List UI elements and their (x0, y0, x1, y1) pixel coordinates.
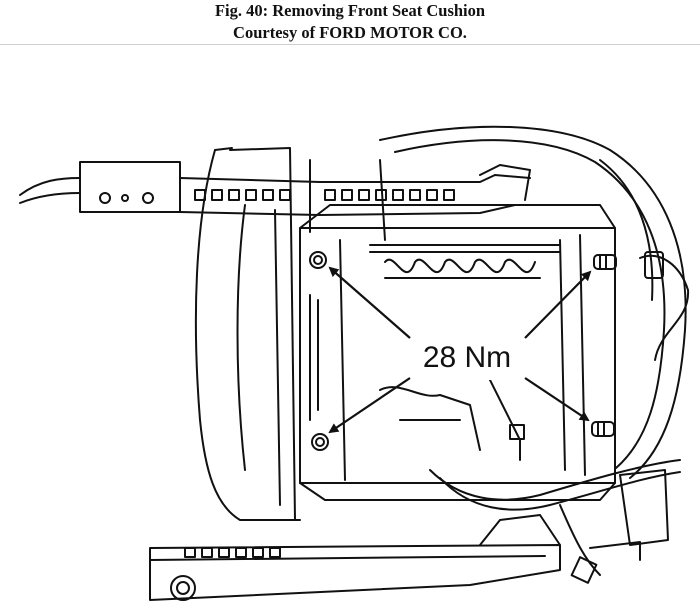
figure-credit: Courtesy of FORD MOTOR CO. (233, 23, 467, 42)
torque-callout: 28 Nm (328, 266, 592, 434)
bolt-front-right (593, 254, 617, 270)
bolt-front-left (309, 251, 327, 269)
spring-mechanism (369, 244, 561, 461)
caption-divider (0, 44, 700, 45)
figure-caption: Fig. 40: Removing Front Seat Cushion Cou… (0, 0, 700, 44)
figure-title: Fig. 40: Removing Front Seat Cushion (214, 1, 486, 20)
bolt-rear-left (311, 433, 329, 451)
upper-seat-track (19, 159, 531, 241)
seat-back-outline (379, 125, 687, 479)
wiring-harness (429, 251, 690, 584)
cushion-left-side (194, 147, 301, 521)
lower-seat-track (149, 514, 641, 601)
bolt-rear-right (591, 421, 615, 437)
torque-spec-label: 28 Nm (423, 341, 511, 374)
